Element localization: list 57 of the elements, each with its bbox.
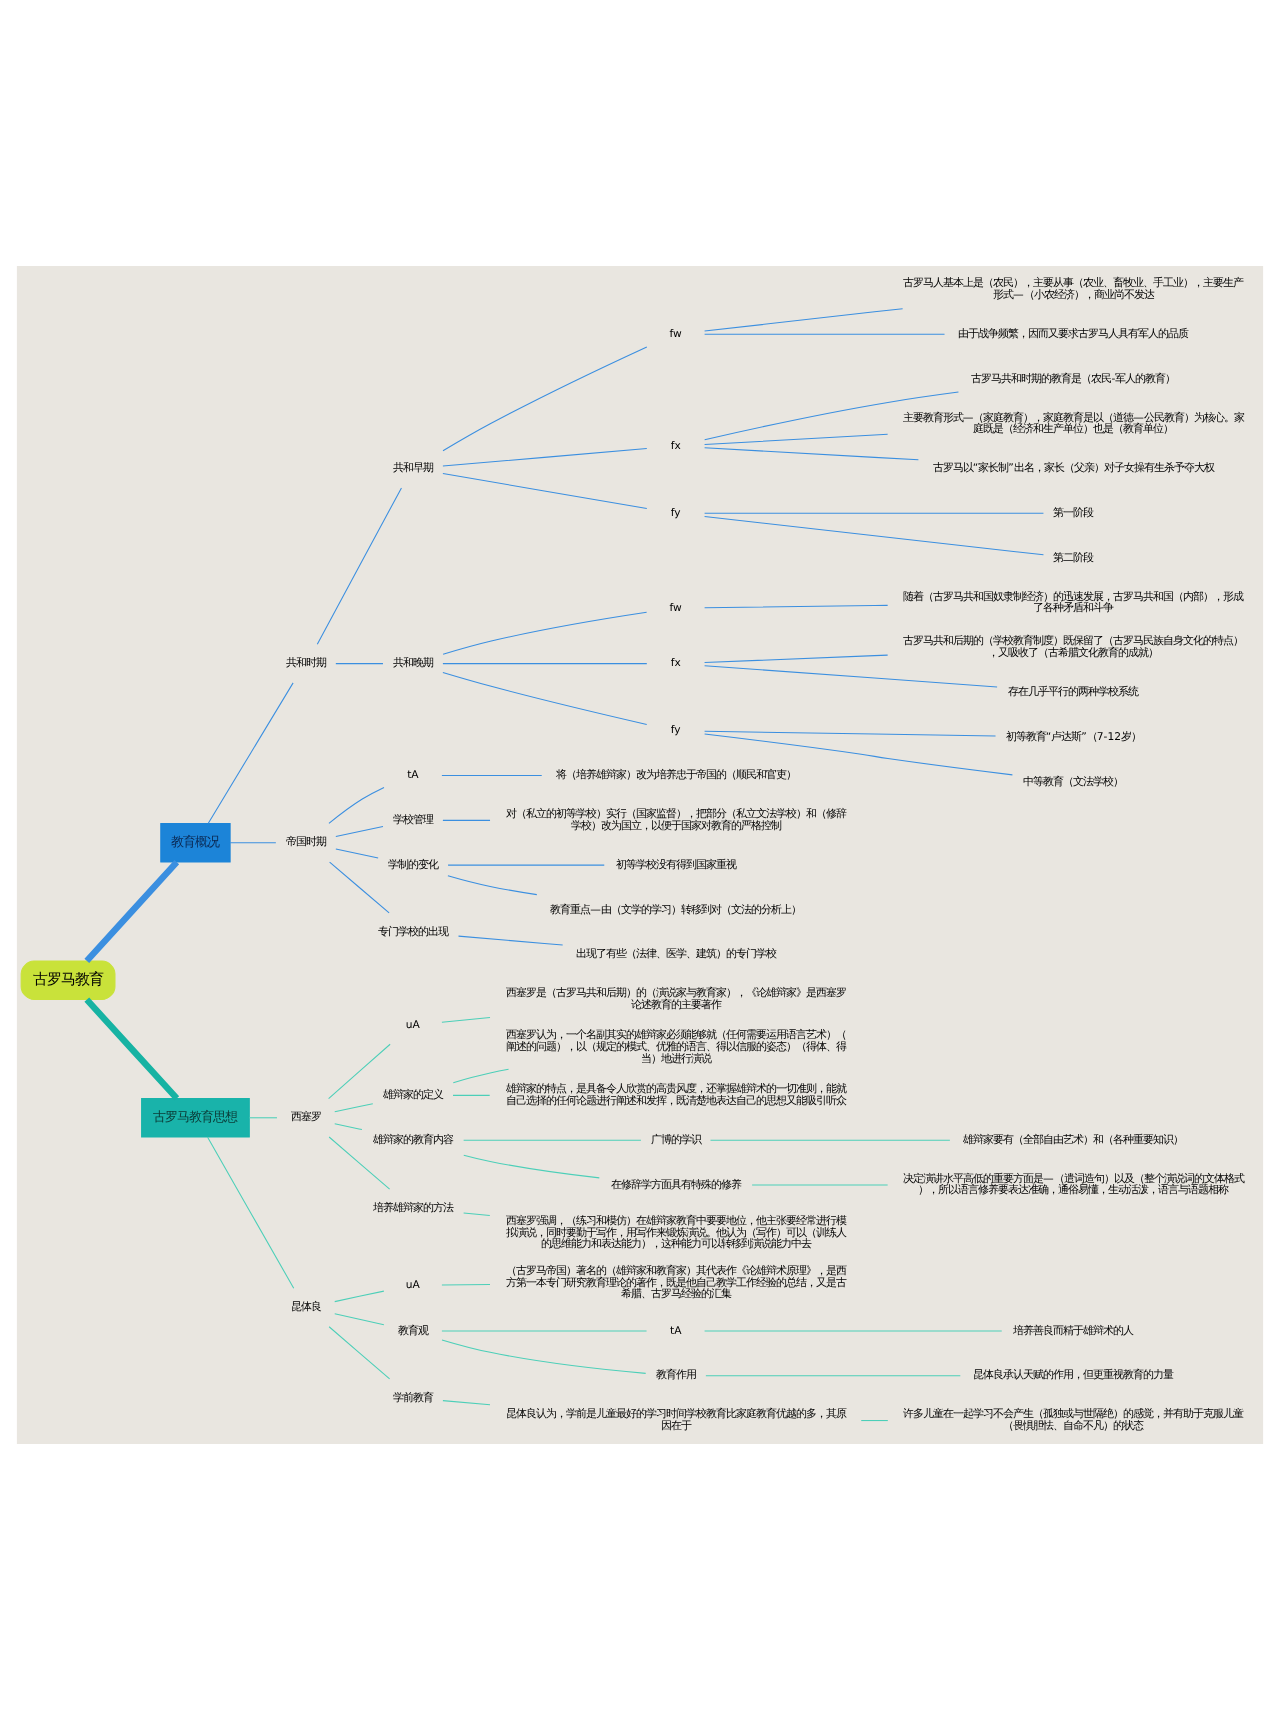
connector <box>442 611 648 655</box>
connector <box>704 665 998 688</box>
connector <box>704 515 1044 556</box>
connector <box>452 1068 510 1084</box>
connector <box>334 1290 385 1303</box>
connector <box>84 859 180 963</box>
connector <box>328 786 385 824</box>
connector <box>328 1043 391 1100</box>
connector <box>316 487 402 645</box>
connector <box>704 1330 1003 1332</box>
connector <box>441 775 543 777</box>
connector <box>751 1184 889 1186</box>
connector <box>328 1326 391 1380</box>
connector <box>441 1284 491 1286</box>
connector <box>328 1136 391 1190</box>
connector <box>442 473 648 510</box>
connector <box>704 447 919 461</box>
connector <box>335 663 384 665</box>
connector <box>442 663 648 665</box>
connector <box>704 433 889 446</box>
connector <box>704 654 889 664</box>
connector <box>442 1400 491 1406</box>
connector <box>335 848 379 859</box>
connector <box>329 861 390 914</box>
connector <box>463 1154 600 1179</box>
connector <box>442 346 648 452</box>
connector <box>704 604 889 609</box>
connector <box>229 842 277 844</box>
connector <box>335 825 384 838</box>
connector <box>704 733 1013 776</box>
connector <box>334 1123 363 1131</box>
connector <box>206 1136 295 1289</box>
connector <box>463 1212 491 1217</box>
connector <box>441 1330 648 1332</box>
connector <box>441 1339 647 1374</box>
connector <box>334 1103 374 1113</box>
connector <box>704 333 946 335</box>
connector <box>334 1313 385 1326</box>
connector <box>463 1139 642 1141</box>
connector <box>84 997 180 1101</box>
connector <box>441 1017 491 1023</box>
connector <box>442 448 648 467</box>
connector <box>709 1139 951 1141</box>
connector <box>704 308 904 332</box>
connector <box>704 391 959 441</box>
connector <box>248 1117 278 1119</box>
connector <box>207 682 294 824</box>
connector <box>860 1420 889 1422</box>
connector <box>705 1375 961 1377</box>
connector <box>452 1094 491 1096</box>
connector <box>704 730 997 737</box>
connector <box>442 819 491 821</box>
connector <box>447 875 538 896</box>
connector <box>704 512 1044 514</box>
connector <box>457 935 564 946</box>
connector <box>442 671 648 725</box>
connector <box>447 864 605 866</box>
